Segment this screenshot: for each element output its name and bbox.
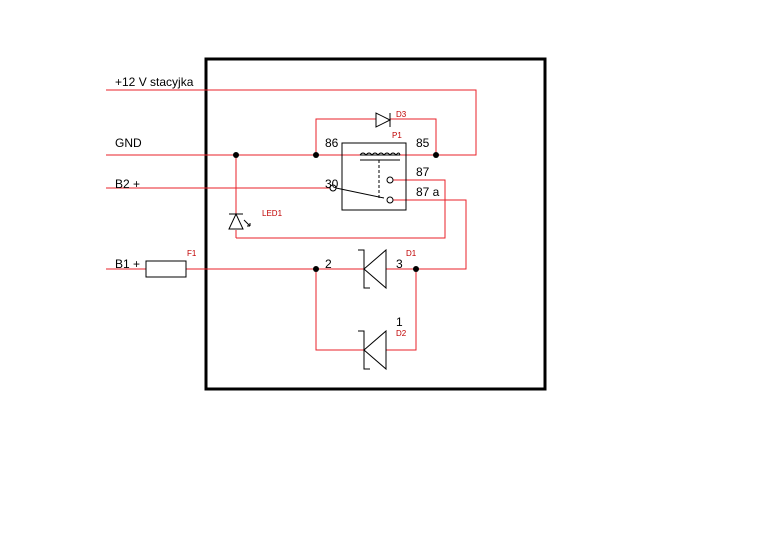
designator-led1: LED1 [262, 209, 283, 218]
wiring [106, 89, 477, 351]
wire-d3-loop-right [390, 118, 437, 155]
label-pin-86: 86 [325, 136, 339, 150]
junction-node-3 [413, 266, 419, 272]
wire-87a [390, 199, 467, 270]
wire-d2-left [315, 269, 364, 351]
wire-87 [236, 179, 446, 239]
label-pin-87a: 87 a [416, 185, 440, 199]
designator-d3: D3 [396, 110, 407, 119]
label-node-3: 3 [396, 257, 403, 271]
led-led1-symbol [228, 212, 251, 230]
wire-ignition [106, 89, 477, 156]
relay-p1-symbol [329, 142, 407, 211]
label-ignition: +12 V stacyjka [115, 75, 194, 89]
zener-d1-symbol [358, 248, 387, 290]
designator-p1: P1 [392, 131, 402, 140]
wire-d2-right [386, 269, 417, 351]
label-b2: B2 + [115, 177, 140, 191]
label-b1: B1 + [115, 257, 140, 271]
junction-85 [433, 152, 439, 158]
designator-f1: F1 [187, 249, 197, 258]
label-node-1: 1 [396, 315, 403, 329]
wire-d3-loop [315, 118, 376, 155]
label-pin-85: 85 [416, 136, 430, 150]
junctions [233, 152, 439, 272]
fuse-f1-symbol [145, 260, 187, 278]
junction-gnd-led [233, 152, 239, 158]
designator-d1: D1 [406, 249, 417, 258]
designator-d2: D2 [396, 329, 407, 338]
junction-node-2 [313, 266, 319, 272]
label-pin-30: 30 [325, 177, 339, 191]
label-node-2: 2 [325, 257, 332, 271]
zener-d2-symbol [358, 329, 387, 371]
diode-d3-symbol [375, 112, 392, 128]
label-gnd: GND [115, 136, 142, 150]
label-pin-87: 87 [416, 165, 430, 179]
junction-86 [313, 152, 319, 158]
components [145, 112, 407, 371]
enclosure-border [204, 57, 547, 391]
